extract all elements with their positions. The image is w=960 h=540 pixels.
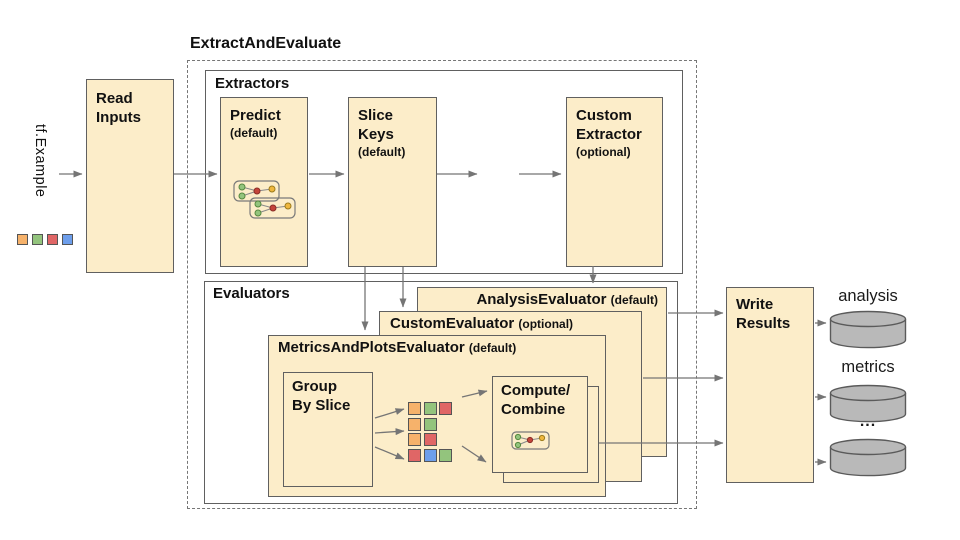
tf-example-squares xyxy=(17,234,73,245)
predict-qualifier: (default) xyxy=(230,125,278,140)
compute-combine-graph-icon xyxy=(511,431,550,450)
group-by-slice-label: Group By Slice xyxy=(292,378,351,414)
metrics-and-plots-evaluator-qualifier: (default) xyxy=(468,341,517,355)
extractors-label: Extractors xyxy=(215,75,290,92)
orange-square xyxy=(408,417,421,431)
custom-extractor-qualifier: (optional) xyxy=(576,144,631,159)
custom-evaluator-label: CustomEvaluator xyxy=(390,315,515,332)
custom-extractor-box: Custom Extractor (optional) xyxy=(566,97,663,267)
blue-square xyxy=(423,448,437,462)
analysis-evaluator-qualifier: (default) xyxy=(610,293,658,307)
slice-keys-extractor-box: Slice Keys (default) xyxy=(348,97,437,267)
red-square xyxy=(47,234,58,245)
group-by-slice-box: Group By Slice xyxy=(283,372,373,487)
compute-combine-label-line1: Compute/ xyxy=(501,382,571,399)
metrics-database-cylinder xyxy=(829,384,907,423)
tf-example-label: tf.Example xyxy=(32,124,48,198)
green-square xyxy=(439,448,452,462)
green-square xyxy=(423,402,437,415)
metrics-output-label: metrics xyxy=(841,358,895,376)
custom-extractor-label: Custom Extractor xyxy=(576,107,642,143)
extract-and-evaluate-boundary xyxy=(187,60,697,509)
more-outputs-ellipsis: ... xyxy=(859,413,877,430)
evaluators-label: Evaluators xyxy=(213,285,290,302)
red-square xyxy=(408,448,421,462)
custom-evaluator-qualifier: (optional) xyxy=(518,317,574,331)
predict-model-graph-icon xyxy=(233,180,296,219)
slice-keys-qualifier: (default) xyxy=(358,144,406,159)
compute-combine-box: Compute/ Combine xyxy=(492,376,588,473)
orange-square xyxy=(408,402,421,415)
predict-extractor-box: Predict (default) xyxy=(220,97,308,267)
predict-label: Predict xyxy=(230,107,281,124)
more-database-cylinder xyxy=(829,438,907,477)
green-square xyxy=(32,234,43,245)
read-inputs-label: Read Inputs xyxy=(96,90,141,126)
compute-combine-label-line2: Combine xyxy=(501,400,566,418)
analysis-output-label: analysis xyxy=(838,287,898,305)
analysis-database-cylinder xyxy=(829,310,907,349)
write-results-label: Write Results xyxy=(736,296,791,332)
red-square xyxy=(439,402,452,415)
green-square xyxy=(423,417,437,431)
orange-square xyxy=(17,234,28,245)
read-inputs-box: Read Inputs xyxy=(86,79,174,273)
metrics-and-plots-evaluator-label: MetricsAndPlotsEvaluator xyxy=(278,339,465,356)
blue-square xyxy=(62,234,73,245)
red-square xyxy=(423,433,437,446)
pipeline-title: ExtractAndEvaluate xyxy=(190,35,342,52)
analysis-evaluator-label: AnalysisEvaluator xyxy=(476,291,607,308)
sliced-data-grid xyxy=(408,402,452,464)
write-results-box: Write Results xyxy=(726,287,814,483)
slice-keys-label: Slice Keys xyxy=(358,107,394,143)
orange-square xyxy=(408,433,421,446)
